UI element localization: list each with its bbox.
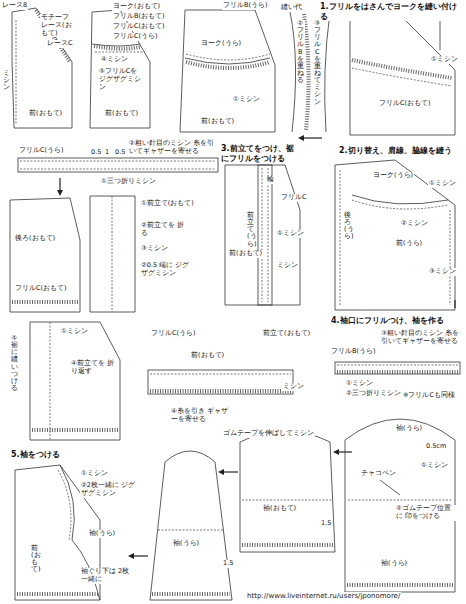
label-text: ①ミシン — [345, 380, 374, 388]
label-text: フリルC(うら) — [150, 330, 197, 338]
label-text: 袖(うら) — [395, 425, 423, 433]
label-text: ①ミシン — [80, 470, 109, 478]
label-text: ミシン — [276, 262, 299, 270]
label-text: 1.5 — [222, 560, 234, 568]
label-text: ※フリルCも同様 — [402, 392, 456, 400]
label-text: ⑤フリルCを ジグザグミシン — [98, 68, 144, 91]
label-text: レースC — [46, 40, 74, 48]
label-text: ①ミシン — [430, 56, 459, 64]
label-text: 0.5cm — [425, 443, 447, 451]
step-heading: 3.前立てをつけ、裾にフリルをつける — [220, 144, 296, 163]
label-text: 袖(うら) — [172, 540, 200, 548]
label-text: 前(おもて) — [28, 110, 63, 118]
step4-figures — [150, 362, 460, 600]
label-text: ④ミシン — [100, 56, 129, 64]
label-text: 袖ぐり下は 2枚一緒に — [80, 568, 132, 584]
label-text: ②前立てを 折る — [140, 222, 188, 238]
label-text: ヨーク(おもて) — [112, 3, 161, 11]
label-text: ミシン — [282, 383, 305, 391]
label-text: 前(おもて) — [200, 118, 235, 126]
label-text: ①ミシン — [276, 230, 305, 238]
label-text: ①三つ折りミシン — [100, 178, 157, 186]
label-text: ④糸を引き ギャザーを寄せる — [170, 408, 234, 424]
vertical-label: ③フリルCを重ねてミシン — [313, 20, 322, 106]
label-text: ③粗い針目のミシン 糸を引いてギャザーを寄せる — [380, 330, 464, 346]
label-text: 前(おもて) — [104, 110, 139, 118]
label-text: ③ミシン — [140, 245, 169, 253]
label-text: チャコペン — [360, 470, 397, 478]
label-text: ②ミシン — [400, 220, 429, 228]
label-text: フリルC(うら) — [18, 147, 65, 155]
watermark: http://www.liveinternet.ru/users/jponomo… — [246, 592, 401, 600]
label-text: フリルB(うら) — [330, 348, 377, 356]
step3-figures — [10, 158, 300, 440]
label-text: ②2枚一緒に ジグザグミシン — [80, 482, 137, 498]
label-text: ③ミシン — [428, 268, 457, 276]
label-text: 前(おもて) — [228, 250, 263, 258]
label-text: 袖(おもて) — [262, 505, 297, 513]
label-text: フリルC(おもて) — [112, 23, 166, 31]
label-text: フリルC(おもて) — [378, 100, 432, 108]
step-heading: 1.フリルをはさんでヨークを縫い付ける — [319, 2, 463, 21]
label-text: フリルC — [280, 194, 308, 202]
label-text: ①ミシン — [60, 328, 89, 336]
label-text: ヨーク(うら) — [200, 40, 242, 48]
label-text: 前(おもて) — [190, 352, 225, 360]
label-text: ①ミシン — [420, 462, 449, 470]
vertical-label: 後ろ(うら) — [343, 212, 352, 241]
step-heading: 5.袖をつける — [10, 450, 61, 460]
label-text: フリルB(おもて) — [112, 13, 166, 21]
label-text: 後ろ(おもて) — [14, 235, 56, 243]
label-text: 1 — [104, 149, 110, 157]
label-text: フリルC(うら) — [112, 33, 159, 41]
label-text: 輪 — [266, 176, 275, 184]
vertical-label: 前立て(うら) — [246, 212, 255, 248]
flow-arrows — [57, 135, 455, 559]
label-text: ②ゴムテープ位置に 印をつける — [395, 505, 457, 521]
label-text: 袖(うら) — [88, 530, 116, 538]
vertical-label: 前(おもて) — [30, 545, 39, 574]
vertical-label: ミシン — [2, 70, 11, 91]
step1-figures — [12, 8, 455, 135]
label-text: ①ミシン — [428, 180, 457, 188]
label-text: 前立て(おもて) — [262, 330, 311, 338]
label-text: ヨーク(うら) — [372, 172, 414, 180]
label-text: 縫い代 — [280, 4, 303, 12]
label-text: ②0.5 端に ジグザグミシン — [140, 262, 192, 278]
vertical-label: ②フリルBを重ねる — [296, 20, 305, 84]
label-text: 袖(うら) — [380, 560, 408, 568]
label-text: ①ミシン — [232, 96, 261, 104]
label-text: ①前立て(おもて) — [140, 200, 195, 208]
vertical-label: ⑤裾に縫いつける — [10, 335, 19, 392]
label-text: フリルC(おもて) — [14, 285, 68, 293]
label-text: ④前立てを 折り返す — [70, 360, 118, 376]
step-heading: 4.袖口にフリルつけ、袖を作る — [330, 316, 445, 326]
label-text: レース8 — [1, 2, 28, 10]
label-text: モチーフ レース(おもて) — [40, 14, 76, 37]
label-text: 0.5 — [114, 149, 126, 157]
label-text: ゴムテープを伸ばしてミシン — [222, 430, 315, 438]
label-text: ②三つ折りミシン — [345, 390, 402, 398]
label-text: 0.5 — [90, 149, 102, 157]
label-text: 前(うら) — [395, 240, 423, 248]
step-heading: 2.切り替え、肩線、脇線を縫う — [338, 146, 453, 156]
label-text: ②粗い針目のミシン 糸を引いてギャザーを寄せる — [128, 140, 218, 156]
label-text: フリルB(うら) — [222, 2, 269, 10]
label-text: 1.5 — [320, 520, 332, 528]
